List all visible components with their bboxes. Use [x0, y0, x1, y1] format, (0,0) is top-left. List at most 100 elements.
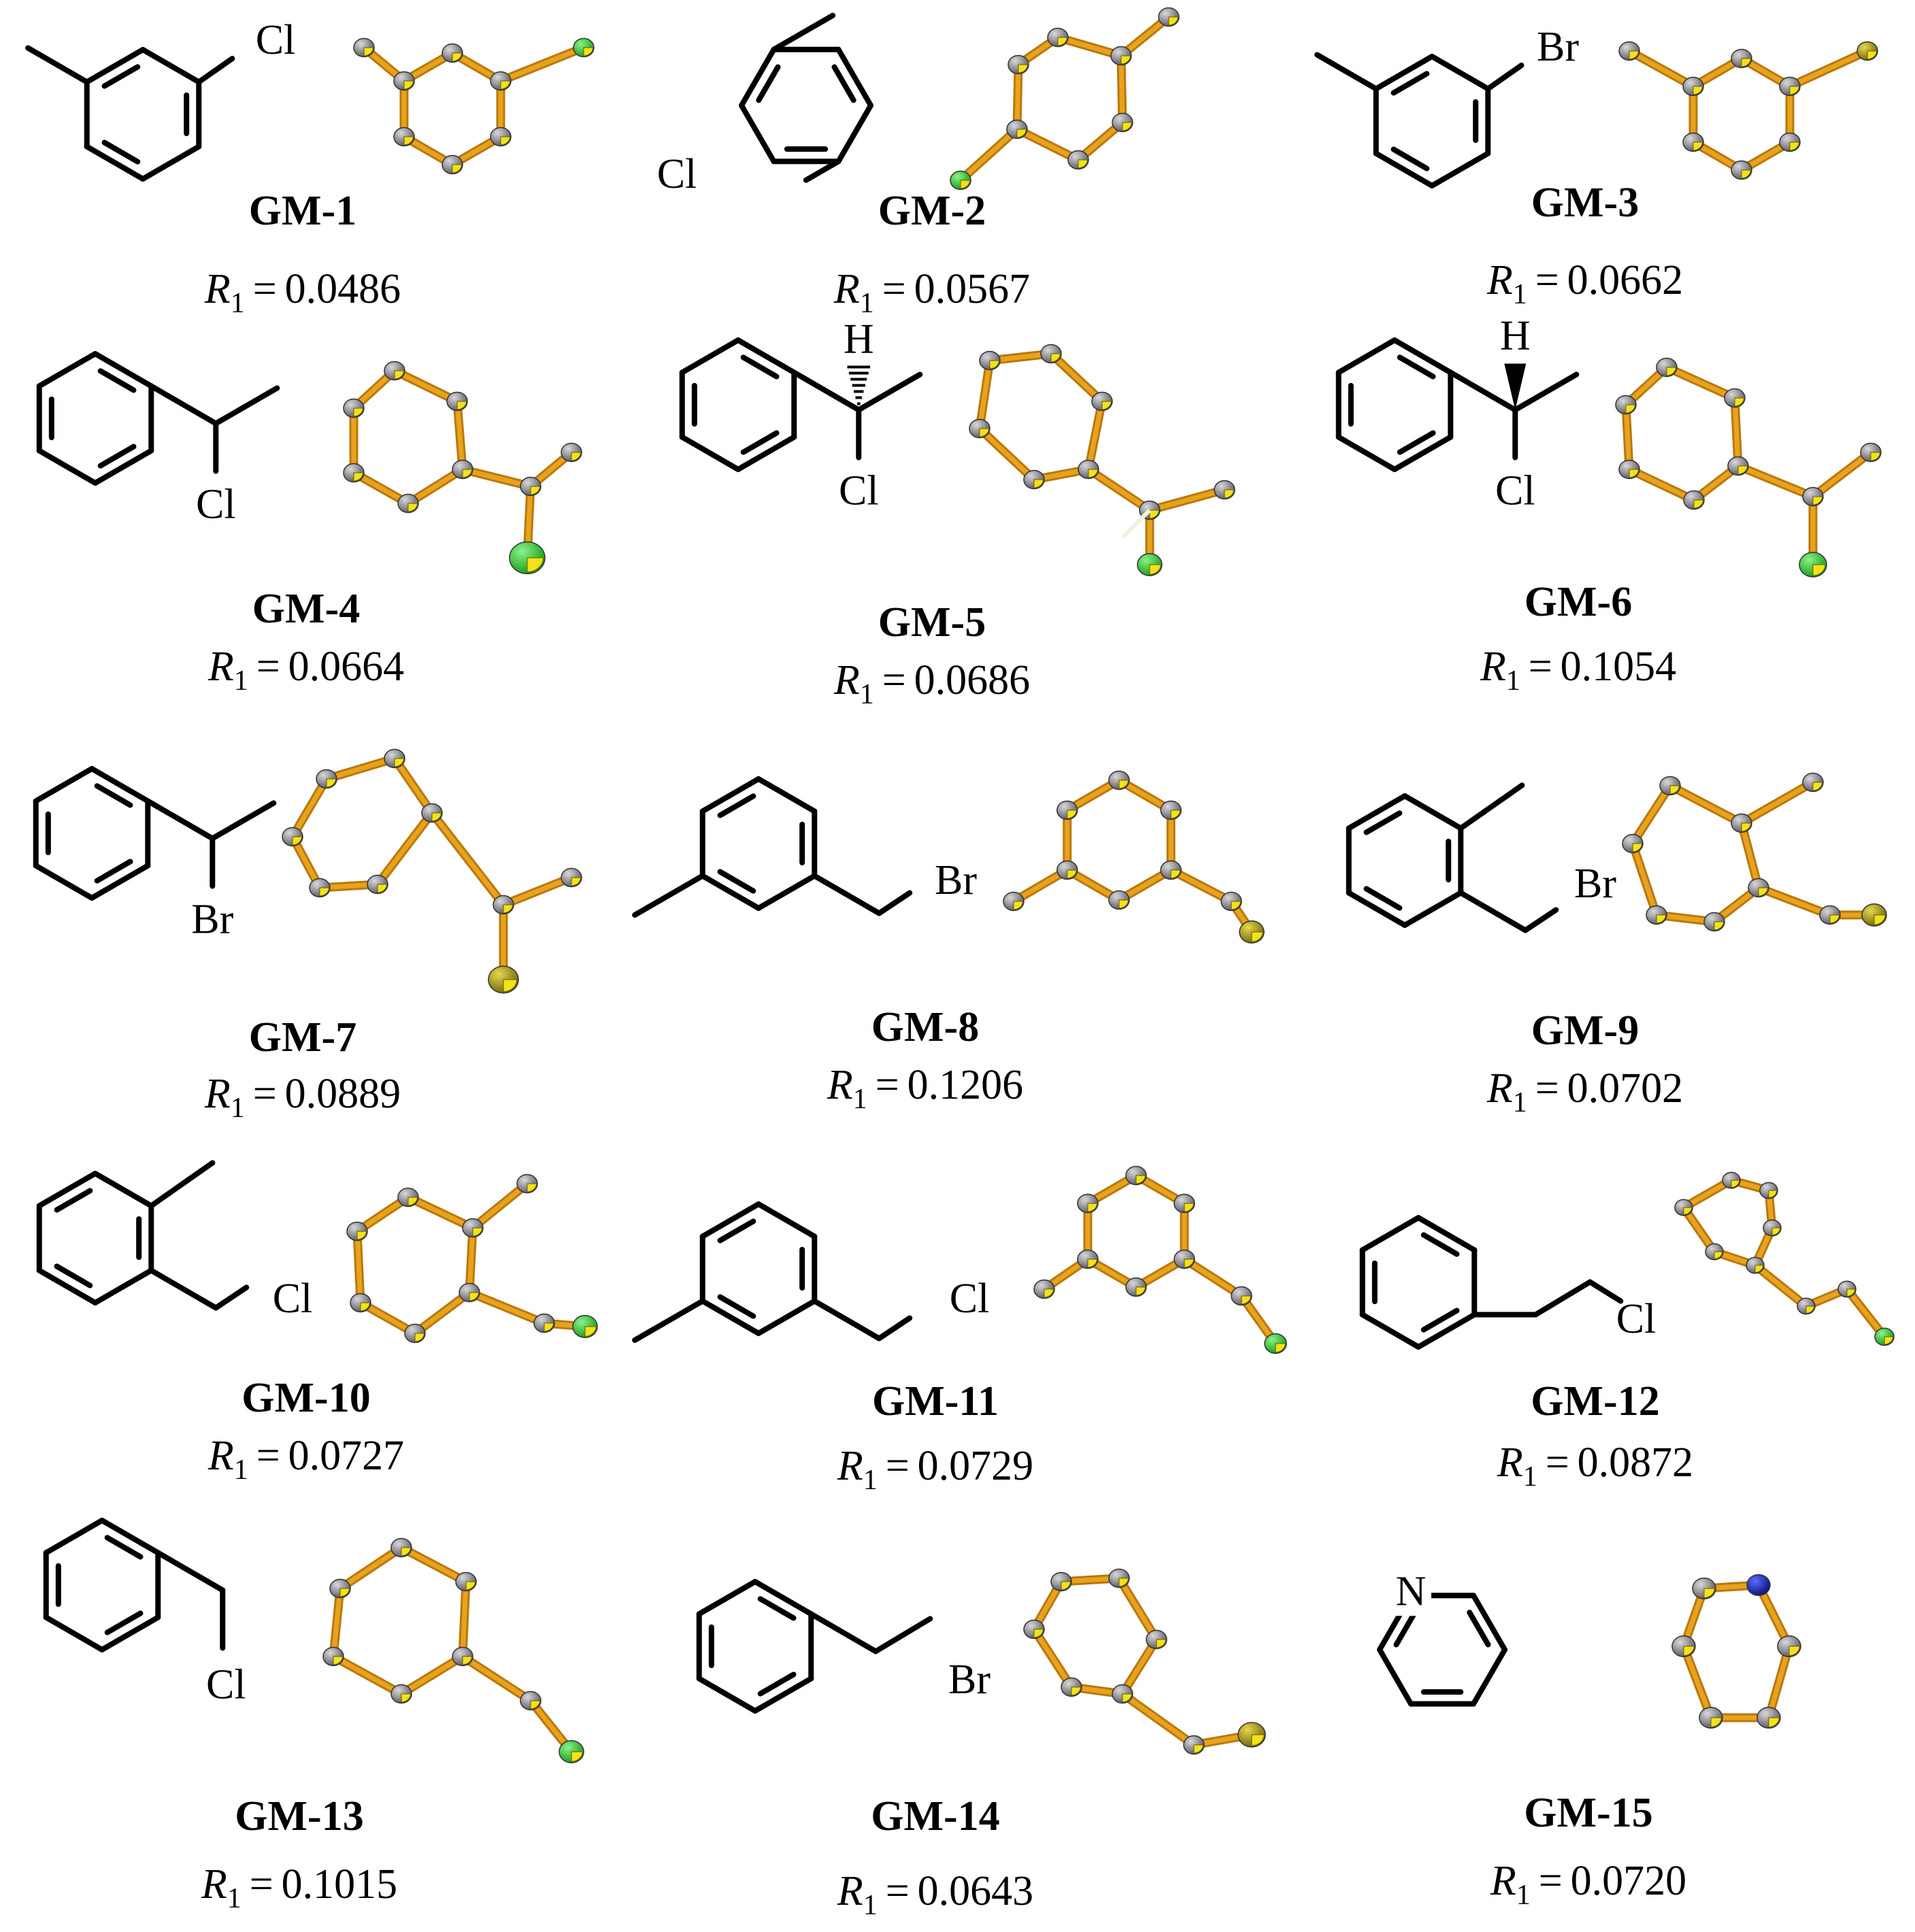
- ortep-atom-c: [1722, 1171, 1741, 1189]
- r-value: 0.0729: [918, 1443, 1034, 1489]
- r-value: 0.1054: [1561, 644, 1677, 690]
- equals-sign: =: [876, 1062, 899, 1108]
- r-value: 0.0664: [288, 644, 405, 690]
- bond-line: [803, 159, 842, 183]
- octant-shading: [469, 1292, 480, 1301]
- ortep-atom-c: [452, 1646, 473, 1667]
- octant-shading: [1071, 1686, 1082, 1696]
- bond-line: [1448, 369, 1518, 413]
- octant-shading: [1683, 1646, 1695, 1656]
- ring-bond: [1429, 150, 1491, 188]
- r-factor: R1=0.0872: [1497, 1439, 1693, 1493]
- ring-bond: [699, 1201, 761, 1239]
- ortep-atom-c: [329, 1578, 351, 1599]
- ortep-atom-c: [1802, 772, 1824, 793]
- double-bond: [717, 1294, 756, 1319]
- octant-shading: [1193, 1744, 1204, 1754]
- octant-shading: [1669, 785, 1680, 795]
- compound-name: GM-14: [871, 1793, 999, 1839]
- ortep-atom-c: [1671, 1635, 1696, 1658]
- ring-bond: [735, 337, 797, 376]
- r-value: 0.0567: [914, 266, 1031, 312]
- octant-shading: [1135, 1175, 1146, 1184]
- ortep-atom-c: [1683, 490, 1705, 510]
- double-bond: [1467, 1610, 1491, 1648]
- ortep-bond-highlight: [1182, 1256, 1244, 1299]
- octant-shading: [462, 469, 473, 478]
- octant-shading: [1118, 1578, 1129, 1587]
- ortep-atom-c: [1214, 480, 1235, 500]
- ortep-bond-highlight: [1055, 35, 1124, 59]
- ortep-bond-highlight: [1627, 467, 1697, 503]
- chlorine-label: Cl: [657, 151, 697, 197]
- ortep-atom-c: [1008, 54, 1029, 75]
- ortep-bond-highlight: [1732, 395, 1741, 469]
- chlorine-label: Cl: [1495, 468, 1535, 514]
- r-value: 0.0662: [1567, 257, 1684, 303]
- ortep-bond-highlight: [1014, 127, 1081, 163]
- octant-shading: [394, 370, 405, 380]
- ortep-atom-c: [561, 867, 582, 888]
- octant-shading: [1088, 469, 1099, 478]
- r-symbol: R: [201, 1861, 227, 1908]
- bond-line: [812, 1298, 882, 1342]
- ortep-atom-c: [1682, 76, 1704, 97]
- ortep-atom-c: [397, 493, 419, 514]
- ortep-atom-c: [343, 398, 365, 418]
- bond-line: [632, 873, 705, 918]
- r-value: 0.0720: [1571, 1858, 1687, 1904]
- chlorine-label: Cl: [839, 468, 879, 514]
- ring-bond: [36, 351, 98, 389]
- octant-shading: [326, 778, 337, 788]
- octant-shading: [1135, 1286, 1146, 1296]
- octant-shading: [571, 1751, 583, 1762]
- ortep-bond-highlight: [375, 810, 435, 887]
- ortep-atom-c: [1067, 150, 1089, 170]
- octant-shading: [1067, 810, 1077, 819]
- ortep-atom-br: [1861, 903, 1887, 927]
- compound-name: GM-2: [878, 188, 986, 234]
- ortep-atom-c: [1125, 1165, 1147, 1186]
- ortep-atom-c: [1727, 456, 1749, 476]
- ortep-atom-c: [1618, 41, 1640, 61]
- r-factor: R1=0.0643: [837, 1868, 1033, 1921]
- octant-shading: [503, 979, 518, 993]
- octant-shading: [1251, 931, 1263, 942]
- ortep-atom-c: [1674, 1199, 1693, 1216]
- bond-line: [1512, 371, 1580, 413]
- ortep-atom-c: [384, 361, 405, 381]
- octant-shading: [431, 812, 442, 822]
- double-bond: [101, 64, 141, 89]
- ortep-bond-highlight: [354, 1229, 363, 1305]
- ortep-atom-c: [490, 127, 512, 147]
- ring-bond: [93, 1267, 154, 1305]
- r-value: 0.0686: [914, 657, 1031, 703]
- ring-bond: [43, 1518, 105, 1556]
- ortep-atom-c: [1061, 1677, 1082, 1697]
- equals-sign: =: [256, 1433, 280, 1479]
- bond-line: [155, 1550, 226, 1593]
- octant-shading: [1184, 1203, 1195, 1212]
- octant-shading: [1120, 55, 1131, 65]
- octant-shading: [1867, 50, 1878, 60]
- ortep-atom-c: [452, 459, 473, 480]
- ortep-bond-highlight: [977, 358, 993, 431]
- equals-sign: =: [886, 1443, 910, 1489]
- chlorine-label: Cl: [206, 1662, 246, 1708]
- octant-shading: [1683, 1207, 1693, 1215]
- octant-shading: [1666, 367, 1677, 376]
- ortep-atom-c: [1748, 878, 1769, 898]
- ring-bond: [36, 448, 98, 486]
- ortep-atom-c: [1108, 770, 1130, 790]
- ortep-bond-highlight: [429, 810, 506, 907]
- ortep-atom-c: [1618, 459, 1640, 480]
- ortep-bond-highlight: [1147, 487, 1227, 513]
- octant-shading: [527, 1183, 537, 1193]
- double-bond: [54, 1263, 93, 1288]
- ortep-bond-highlight: [1116, 1576, 1159, 1642]
- octant-shading: [1149, 510, 1160, 519]
- ring-bond: [696, 1676, 758, 1714]
- ortep-atom-c: [520, 476, 542, 497]
- bond-line: [148, 1160, 216, 1209]
